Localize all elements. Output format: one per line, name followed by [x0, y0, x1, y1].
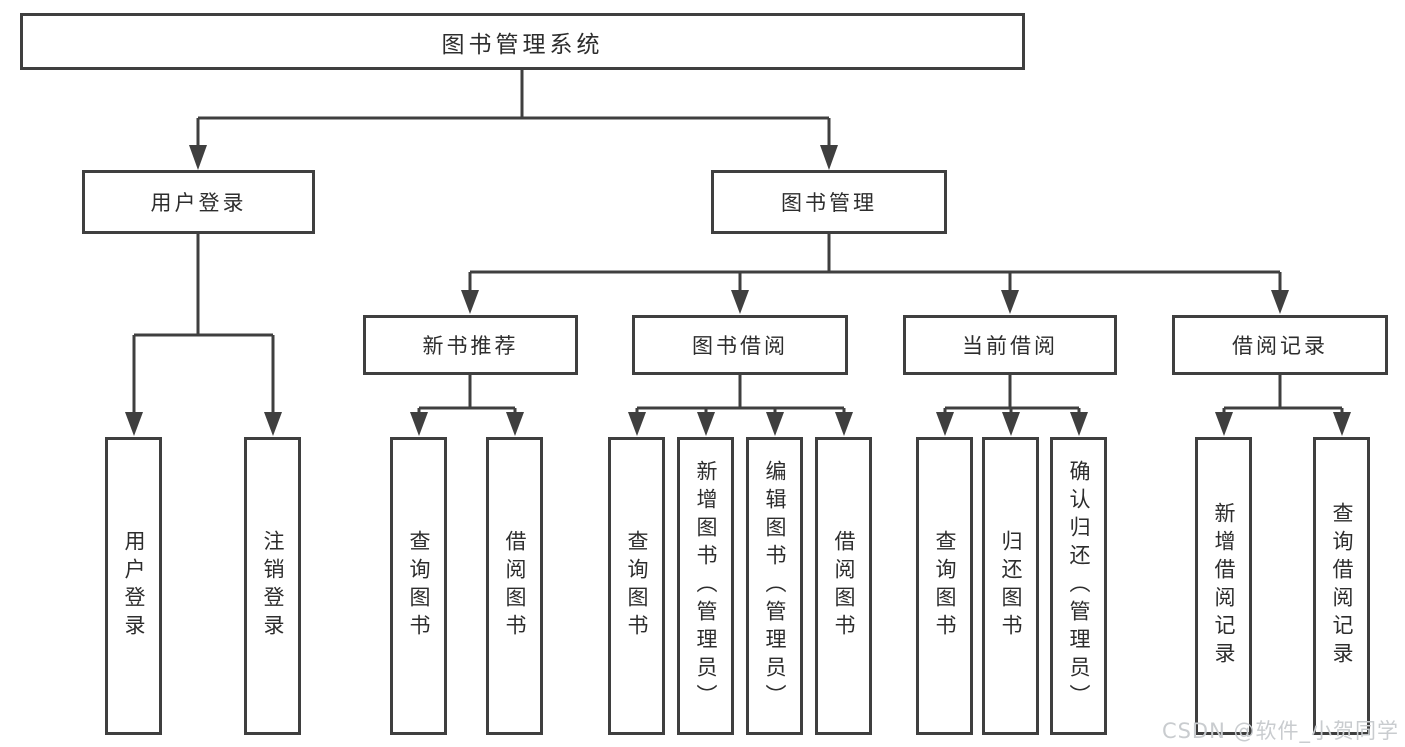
leaf-edit-book-admin: 编辑图书（管理员）: [746, 437, 803, 735]
leaf-query-books-recommend: 查询图书: [390, 437, 447, 735]
leaf-query-books-borrow: 查询图书: [608, 437, 665, 735]
leaf-query-borrow-record: 查询借阅记录: [1313, 437, 1370, 735]
leaf-add-book-admin: 新增图书（管理员）: [677, 437, 734, 735]
leaf-logout: 注销登录: [244, 437, 301, 735]
node-book-management: 图书管理: [711, 170, 947, 234]
node-borrow-records: 借阅记录: [1172, 315, 1388, 375]
node-new-book-recommend: 新书推荐: [363, 315, 578, 375]
node-root: 图书管理系统: [20, 13, 1025, 70]
leaf-user-login: 用户登录: [105, 437, 162, 735]
leaf-borrow-books: 借阅图书: [815, 437, 872, 735]
watermark: CSDN @软件_小贺同学: [1161, 719, 1399, 743]
node-book-borrow: 图书借阅: [632, 315, 848, 375]
node-user-login: 用户登录: [82, 170, 315, 234]
node-current-borrow: 当前借阅: [903, 315, 1117, 375]
leaf-add-borrow-record: 新增借阅记录: [1195, 437, 1252, 735]
leaf-borrow-books-recommend: 借阅图书: [486, 437, 543, 735]
leaf-confirm-return-admin: 确认归还（管理员）: [1050, 437, 1107, 735]
leaf-query-books-current: 查询图书: [916, 437, 973, 735]
leaf-return-book: 归还图书: [982, 437, 1039, 735]
